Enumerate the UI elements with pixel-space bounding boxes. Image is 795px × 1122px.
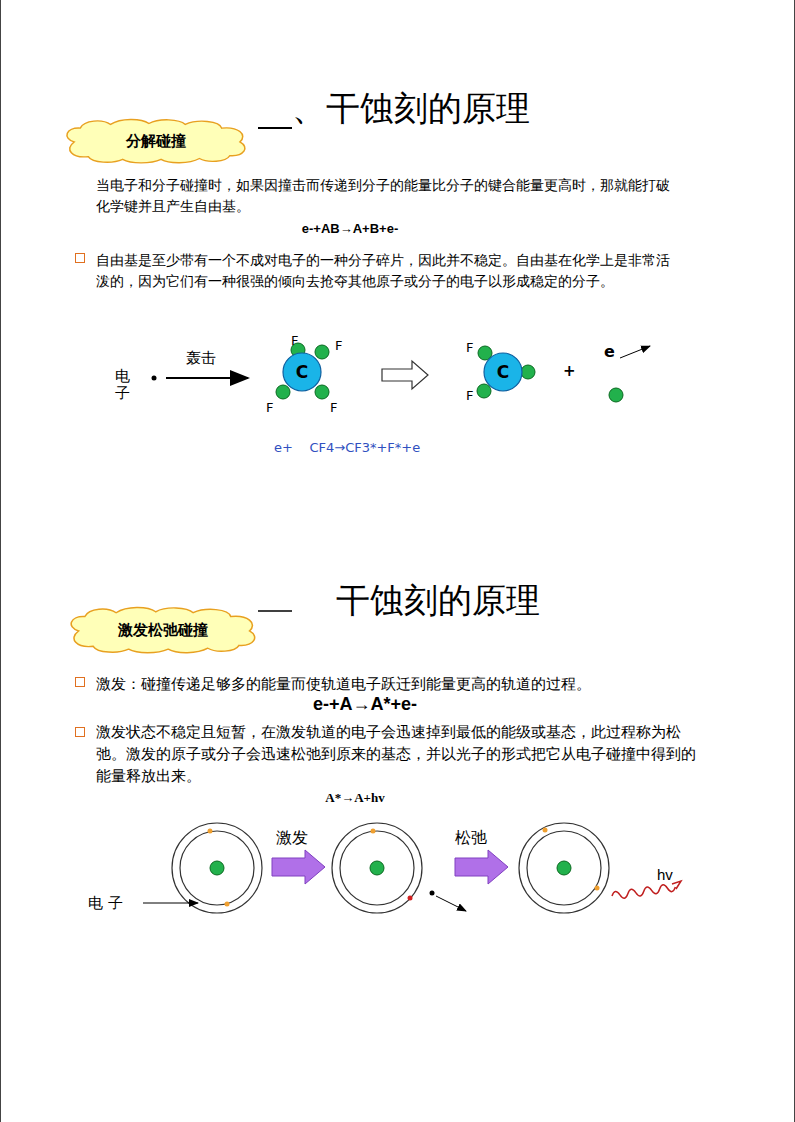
cloud-box: 激发松弛碰撞 xyxy=(64,606,262,654)
orbital-electron xyxy=(208,828,600,907)
heading: 干蚀刻的原理 xyxy=(336,578,540,624)
atom-label: F xyxy=(466,340,473,355)
title-underline xyxy=(258,610,292,612)
plus-sign: + xyxy=(563,362,576,380)
body-text: 激发：碰撞传递足够多的能量而使轨道电子跃迁到能量更高的轨道的过程。 xyxy=(96,673,706,696)
body-text: 当电子和分子碰撞时，如果因撞击而传递到分子的能量比分子的键合能量更高时，那就能打… xyxy=(96,175,671,217)
equation: e-+A→A*+e- xyxy=(255,694,475,715)
atom-label: F xyxy=(291,333,298,348)
atom-symbol: C xyxy=(497,362,509,382)
nucleus xyxy=(210,861,571,875)
vertical-label: 电子 xyxy=(115,368,130,401)
electron xyxy=(430,891,435,896)
electron-arrow xyxy=(143,903,198,904)
cloud-box: 分解碰撞 xyxy=(60,118,252,164)
page-border xyxy=(0,0,1,1122)
electron-label: 电 子 xyxy=(88,894,123,913)
fluorine-atom xyxy=(276,343,623,402)
cloud-label: 激发松弛碰撞 xyxy=(118,621,208,640)
atom-label: F xyxy=(335,338,342,353)
arrow-label: 轰击 xyxy=(186,349,216,368)
atom-label: F xyxy=(266,400,273,415)
body-text: 自由基是至少带有一个不成对电子的一种分子碎片，因此并不稳定。自由基在化学上是非常… xyxy=(96,250,671,292)
atom-label: F xyxy=(330,400,337,415)
block-arrow xyxy=(272,850,325,884)
photon-label: hv xyxy=(657,866,673,883)
excited-electron xyxy=(408,896,413,901)
bombard-arrow xyxy=(166,377,248,379)
electron-label: e xyxy=(604,342,615,361)
hollow-arrow xyxy=(382,361,428,389)
orbit xyxy=(172,823,609,913)
arrow-label: 松弛 xyxy=(455,828,487,849)
equation: e-+AB→A+B+e- xyxy=(250,221,450,236)
carbon-atom: C xyxy=(483,352,523,392)
photon-wave xyxy=(672,881,681,889)
photon-wave xyxy=(611,883,675,900)
electron-arrow xyxy=(436,896,466,911)
electron xyxy=(152,376,157,381)
bullet-square xyxy=(76,254,85,737)
atom-symbol: C xyxy=(296,362,308,382)
block-arrow xyxy=(455,850,508,884)
title: 、干蚀刻的原理 xyxy=(292,86,530,132)
arrow-label: 激发 xyxy=(276,828,308,849)
page-border xyxy=(794,0,795,1122)
electron-arrow xyxy=(620,346,650,358)
atom-label: F xyxy=(466,388,473,403)
equation: A*→A+hv xyxy=(300,790,410,806)
title-underline xyxy=(258,127,292,129)
equation: e+ CF4→CF3*+F*+e xyxy=(274,440,420,455)
carbon-atom: C xyxy=(282,352,322,392)
cloud-label: 分解碰撞 xyxy=(126,132,186,151)
body-text: 激发状态不稳定且短暂，在激发轨道的电子会迅速掉到最低的能级或基态，此过程称为松弛… xyxy=(96,722,706,787)
